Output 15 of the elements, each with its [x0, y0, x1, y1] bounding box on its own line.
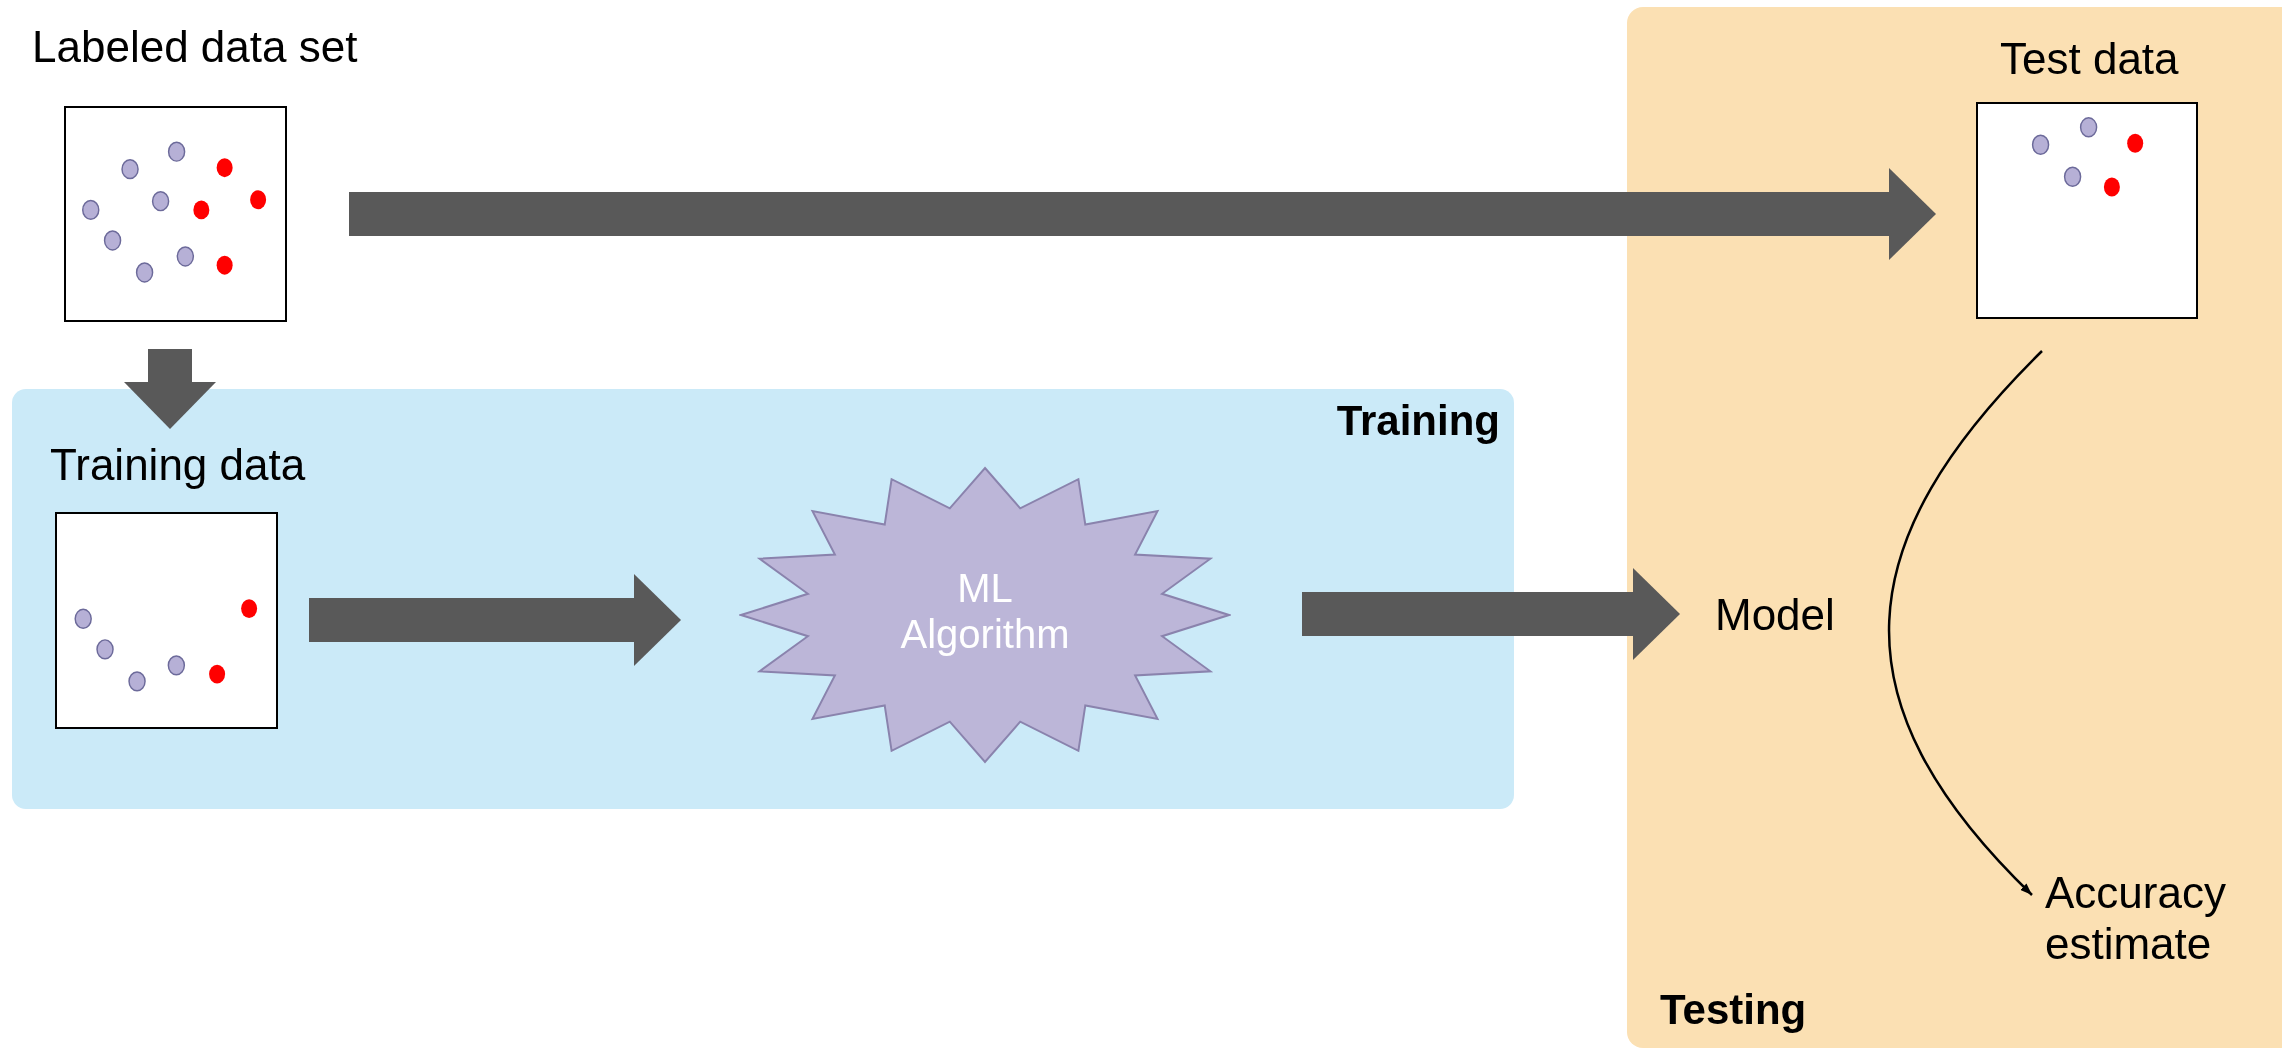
group-panel — [12, 389, 1514, 809]
curved-arrow — [1888, 350, 2043, 896]
node-label: ML Algorithm — [899, 565, 1071, 657]
block-arrow — [309, 574, 681, 666]
node-label: Accuracy estimate — [2045, 868, 2227, 970]
block-arrow — [124, 349, 216, 429]
panel-label: Testing — [1660, 985, 1807, 1034]
node-label: Model — [1715, 590, 1835, 641]
panel-label: Training — [1336, 397, 1500, 446]
block-arrow — [349, 168, 1936, 260]
block-arrow — [1302, 568, 1680, 660]
data-set-title: Labeled data set — [32, 22, 358, 73]
group-panel — [1627, 7, 2282, 1048]
data-set-title: Training data — [50, 440, 306, 491]
data-set-title: Test data — [2000, 34, 2179, 85]
